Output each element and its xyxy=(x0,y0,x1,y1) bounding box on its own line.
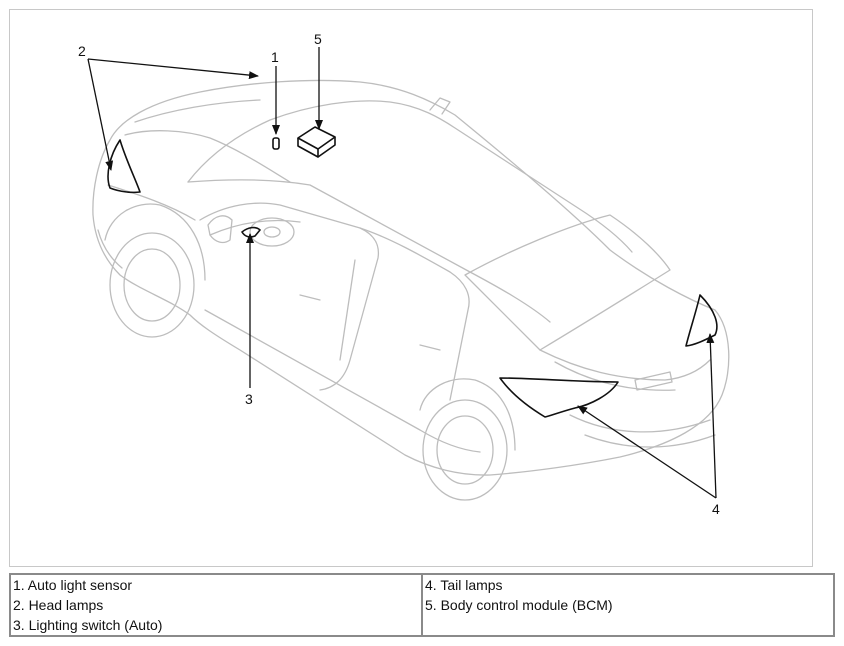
callout-4: 4 xyxy=(712,501,720,517)
legend-row: 1. Auto light sensor 2. Head lamps 3. Li… xyxy=(10,574,834,636)
legend-item: 3. Lighting switch (Auto) xyxy=(13,617,163,633)
leader-2a xyxy=(87,58,259,80)
car-illustration: 1 2 3 4 5 xyxy=(78,31,730,517)
leader-4b xyxy=(706,333,717,499)
lighting-switch-shape xyxy=(241,226,261,238)
bcm-shape xyxy=(297,126,336,150)
callout-3: 3 xyxy=(245,391,253,407)
callout-5: 5 xyxy=(314,31,322,47)
callout-2: 2 xyxy=(78,43,86,59)
car-body-outline xyxy=(92,79,730,501)
head-lamp-shape xyxy=(107,139,141,194)
leader-4a xyxy=(577,405,717,499)
legend-table: 1. Auto light sensor 2. Head lamps 3. Li… xyxy=(9,573,835,637)
legend-item: 5. Body control module (BCM) xyxy=(425,597,613,613)
legend-item: 4. Tail lamps xyxy=(425,577,503,593)
leader-2b xyxy=(87,58,114,171)
tail-lamp-left-shape xyxy=(499,377,619,418)
legend-item: 1. Auto light sensor xyxy=(13,577,133,593)
leader-lines xyxy=(87,47,717,499)
tail-lamp-right-shape xyxy=(685,294,718,347)
highlighted-components xyxy=(107,126,718,418)
auto-light-sensor-shape xyxy=(272,137,280,150)
legend-column-right: 4. Tail lamps 5. Body control module (BC… xyxy=(422,574,834,636)
callout-1: 1 xyxy=(271,49,279,65)
legend-item: 2. Head lamps xyxy=(13,597,104,613)
legend-column-left: 1. Auto light sensor 2. Head lamps 3. Li… xyxy=(10,574,422,636)
diagram-figure: 1 2 3 4 5 xyxy=(9,9,813,567)
